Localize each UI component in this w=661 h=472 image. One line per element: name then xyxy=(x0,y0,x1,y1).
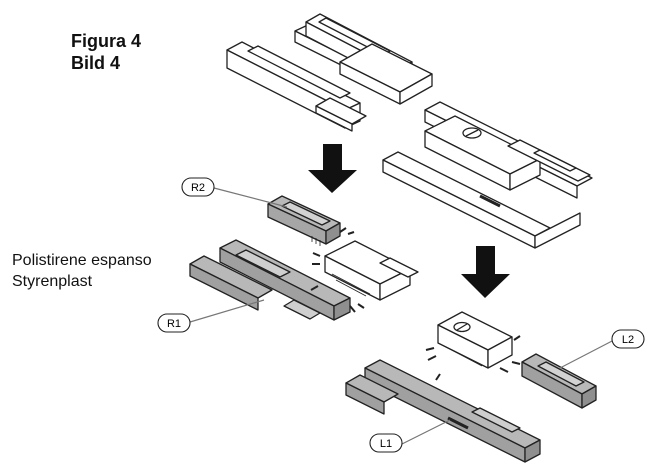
foam-piece-l2 xyxy=(521,353,597,409)
break-marks-bottom xyxy=(425,335,521,381)
assembled-part-left xyxy=(382,101,593,249)
callout-r2: R2 xyxy=(181,177,215,197)
leader-l1 xyxy=(401,419,451,445)
foam-piece-l1 xyxy=(345,359,541,463)
down-arrow-right xyxy=(461,246,510,298)
separated-piece-right xyxy=(324,240,419,301)
separated-piece-left xyxy=(437,311,513,369)
material-label-swedish: Styrenplast xyxy=(12,273,93,290)
svg-text:L1: L1 xyxy=(380,438,392,450)
foam-piece-r1 xyxy=(189,239,351,321)
leader-r1 xyxy=(189,299,265,323)
figure-title: Figura 4 xyxy=(71,31,142,51)
callout-r1: R1 xyxy=(157,313,191,333)
svg-text:R2: R2 xyxy=(191,182,205,194)
down-arrow-left xyxy=(308,144,357,193)
assembled-part-right xyxy=(226,13,433,132)
break-marks-mid xyxy=(310,227,365,313)
leader-l2 xyxy=(559,339,615,369)
callout-l1: L1 xyxy=(369,433,403,453)
figure-subtitle: Bild 4 xyxy=(71,53,121,73)
svg-text:L2: L2 xyxy=(622,334,634,346)
callout-l2: L2 xyxy=(611,329,645,349)
leader-r2 xyxy=(213,187,288,208)
svg-text:R1: R1 xyxy=(167,318,181,330)
material-label-italian: Polistirene espanso xyxy=(12,252,152,269)
foam-piece-r2 xyxy=(267,195,341,246)
